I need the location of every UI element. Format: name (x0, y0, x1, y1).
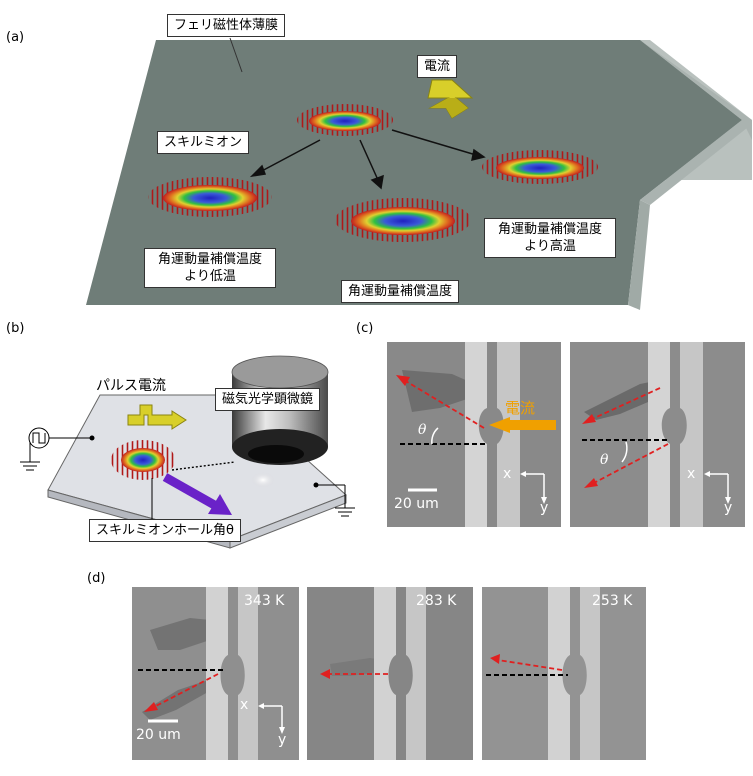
scale-label-c: 20 um (394, 496, 439, 512)
skyrmion-left (148, 177, 272, 217)
skyrmion-center (335, 198, 471, 242)
comp-temp-label: 角運動量補償温度 (341, 280, 460, 303)
skyrmion-top (297, 104, 393, 136)
high-temp-line2: より高温 (524, 239, 576, 254)
ground-right-icon (317, 484, 355, 517)
hall-angle-label: スキルミオンホール角θ (89, 519, 241, 542)
temp-label-253k: 253 K (592, 593, 633, 609)
panel-label-b: (b) (6, 321, 25, 336)
pulse-current-icon (127, 404, 187, 430)
current-arrow-icon (427, 79, 474, 119)
hall-angle-arrow-icon (162, 473, 232, 515)
axis-y-left: y (540, 500, 549, 516)
pulse-current-label: パルス電流 (96, 378, 166, 394)
theta-left: θ (418, 422, 427, 438)
axis-x-d: x (240, 697, 249, 713)
microscope-label: 磁気光学顕微鏡 (215, 388, 321, 411)
skyrmion-right (482, 150, 598, 184)
axis-x-left: x (503, 466, 512, 482)
temp-label-283k: 283 K (416, 593, 457, 609)
temp-label-343k: 343 K (244, 593, 285, 609)
film-label-leader (229, 37, 243, 73)
low-temp-line2: より低温 (184, 269, 236, 284)
high-temp-label: 角運動量補償温度 より高温 (484, 218, 616, 258)
current-label-a: 電流 (417, 55, 458, 78)
motion-arrow-right-up (589, 387, 661, 421)
skyrmion-label: スキルミオン (157, 131, 250, 154)
low-temp-line1: 角運動量補償温度 (157, 252, 262, 267)
light-spot (251, 472, 275, 488)
ground-left-icon (20, 427, 90, 471)
skyrmion-small (111, 440, 175, 480)
theta-right: θ (600, 452, 609, 468)
reference-line (171, 461, 236, 471)
axis-y-right: y (724, 500, 733, 516)
panel-label-a: (a) (6, 30, 25, 45)
low-temp-label: 角運動量補償温度 より低温 (144, 248, 276, 288)
film-label: フェリ磁性体薄膜 (167, 14, 286, 37)
current-arrow-c (489, 417, 556, 433)
motion-arrow-right-down (591, 443, 669, 485)
motion-arrow-343k (151, 673, 219, 709)
high-temp-line1: 角運動量補償温度 (497, 222, 602, 237)
motion-arrow-253k (497, 659, 563, 671)
axis-y-d: y (278, 732, 287, 748)
axis-x-right: x (687, 466, 696, 482)
panel-label-c: (c) (356, 321, 374, 336)
panel-label-d: (d) (87, 571, 106, 586)
motion-arrows (249, 129, 486, 190)
scale-label-d: 20 um (136, 727, 181, 743)
current-label-c: 電流 (505, 399, 536, 417)
